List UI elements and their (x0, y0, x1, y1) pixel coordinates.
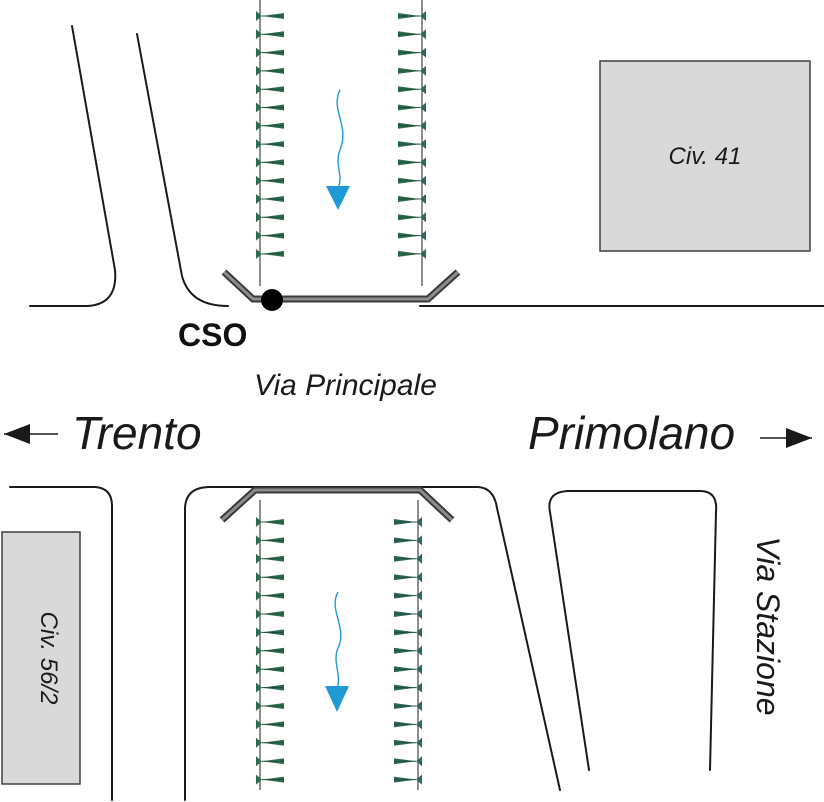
primolano-arrowhead-icon (786, 428, 812, 448)
primolano-direction: Primolano (528, 407, 812, 459)
trento-direction: Trento (4, 407, 202, 459)
building-civ-41: Civ. 41 (599, 60, 811, 252)
lower-flow-arrow-icon (334, 591, 342, 689)
cso-label: CSO (178, 317, 247, 353)
upper-grate (221, 269, 461, 303)
via-stazione-label: Via Stazione (750, 536, 786, 715)
lower-flow-arrowhead-icon (325, 686, 349, 712)
upper-bioswale (255, 0, 427, 286)
lower-left-curb (9, 486, 113, 801)
upper-left-curb-inner (136, 33, 229, 307)
civ-56-2-label: Civ. 56/2 (35, 612, 62, 705)
trento-arrowhead-icon (4, 424, 30, 444)
lower-center-block (184, 486, 561, 801)
upper-flow-arrowhead-icon (326, 186, 350, 210)
upper-left-curb-outer (29, 25, 117, 307)
via-principale-label: Via Principale (254, 369, 437, 402)
cso-marker (261, 289, 283, 311)
civ-41-label: Civ. 41 (669, 143, 742, 170)
lower-grate (219, 486, 455, 523)
primolano-label: Primolano (528, 407, 735, 459)
upper-street-edges (29, 25, 824, 307)
trento-label: Trento (72, 407, 202, 459)
lower-bioswale (255, 500, 423, 790)
building-civ-56-2: Civ. 56/2 (1, 531, 81, 785)
lower-right-block (548, 490, 718, 771)
lower-street-edges (9, 486, 718, 801)
upper-flow-arrow-icon (336, 89, 344, 189)
